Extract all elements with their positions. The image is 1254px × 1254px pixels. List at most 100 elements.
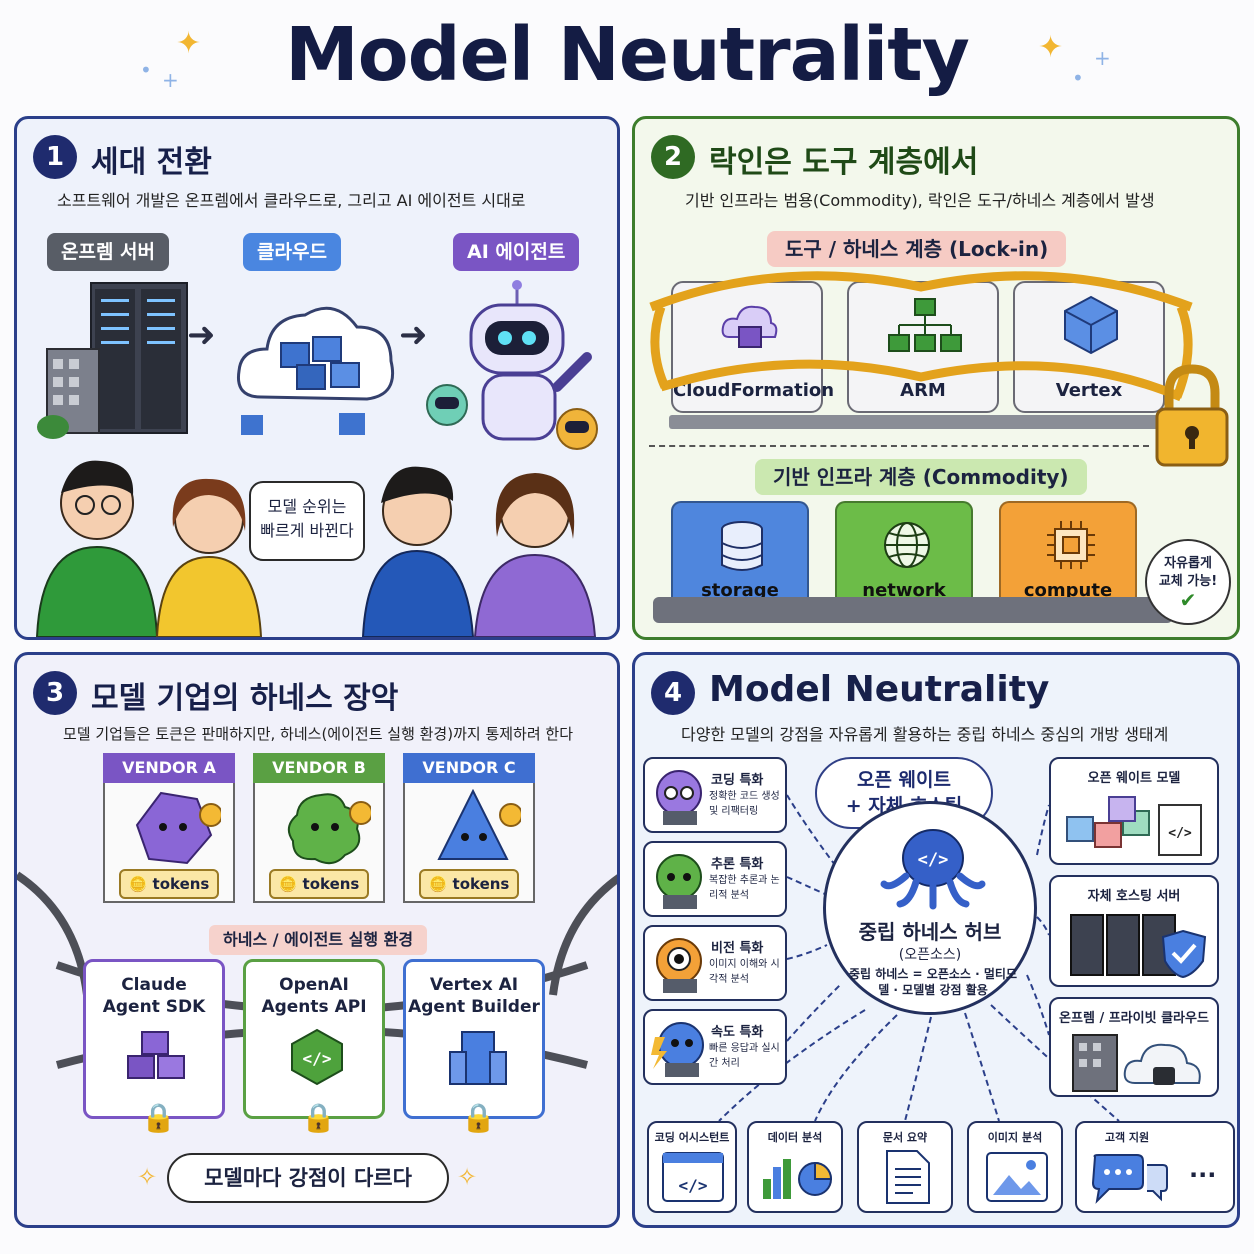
spec-title: 속도 특화 [711,1025,764,1040]
usecase-label: 문서 요약 [882,1131,928,1144]
spec-desc: 이미지 이해와 시각적 분석 [709,959,780,985]
vendor-c-tag: VENDOR C [403,753,535,783]
tool-vertex: Vertex [1013,281,1165,413]
code-window-icon: </> [662,1152,724,1202]
strength-caption: 모델마다 강점이 다르다 [167,1153,449,1203]
infra-compute-brick: compute [999,501,1137,611]
infra-network-brick: network [835,501,973,611]
panel-title: 모델 기업의 하네스 장악 [91,681,399,716]
sdk-product: Agent Builder [408,997,540,1017]
tool-shelf [669,415,1159,429]
lock-icon [1155,364,1229,467]
coding-mascot-icon [656,770,702,825]
ai-robot-icon [426,280,598,450]
sdk-product: Agent SDK [102,997,206,1017]
svg-text:</>: </> [303,1049,332,1068]
purple-cubes-icon [127,1031,185,1079]
cloud-cubes-icon [236,306,394,435]
connector-lines [718,794,1120,1122]
bar-pie-chart-icon [763,1159,833,1199]
tool-label: ARM [900,380,946,401]
tokens-label: 🪙 tokens [119,869,219,899]
sdk-name: Vertex AI [429,975,519,995]
tool-arm: ARM [847,281,999,413]
panel-subtitle: 다양한 모델의 강점을 자유롭게 활용하는 중립 하네스 중심의 개방 생태계 [681,725,1169,744]
org-tree-icon [888,298,962,352]
tokens-text: tokens [152,875,210,893]
infra-label: network [862,580,946,601]
svg-text:</>: </> [918,850,949,870]
vision-mascot-icon [656,938,702,993]
person-surprised-illustration [155,478,263,637]
cpu-chip-icon [1047,521,1095,569]
coin-icon: 🪙 [428,875,448,893]
spec-title: 비전 특화 [711,941,764,956]
onprem-private-cloud-box: 온프렘 / 프라이빗 클라우드 [1049,997,1219,1097]
infra-base-plate [653,597,1173,623]
spec-desc: 빠른 응답과 실시간 처리 [709,1043,780,1069]
spec-coding: 코딩 특화 정확한 코드 생성 및 리팩터링 [643,757,787,833]
tokens-text: tokens [452,875,510,893]
checkmark-icon: ✔ [1179,588,1197,612]
panel-lockin-tool-layer: 2 락인은 도구 계층에서 기반 인프라는 범용(Commodity), 락인은… [632,116,1240,640]
tool-label: CloudFormation [673,380,835,401]
usecase-doc-summary: 문서 요약 [857,1121,953,1213]
speed-mascot-icon [651,1022,704,1077]
lock-icon: 🔒 [301,1101,336,1134]
badge-line: 교체 가능! [1158,574,1218,589]
model-cubes-icon: </> [1066,796,1202,856]
globe-icon [884,522,930,568]
coin-icon: 🪙 [278,875,298,893]
self-hosted-server-box: 자체 호스팅 서버 [1049,875,1219,987]
vendor-a-tag: VENDOR A [103,753,235,783]
badge-line: 자유롭게 [1164,556,1212,571]
svg-text:</>: </> [1168,826,1192,841]
tag-line: 오픈 웨이트 [856,769,951,791]
usecase-customer-support: 고객 지원 ... [1075,1121,1235,1213]
panel-title: 세대 전환 [91,145,212,180]
neutral-harness-hub: </> 중립 하네스 허브 (오픈소스) 중립 하네스 = 오픈소스 · 멀티모… [823,801,1037,1015]
blue-building-icon [449,1031,507,1085]
sparkle-icon: • [140,58,152,82]
panel-model-neutrality: 4 Model Neutrality 다양한 모델의 강점을 자유롭게 활용하는… [632,652,1240,1228]
sparkle-icon: • [1072,66,1084,90]
sparkle-icon: + [1094,46,1111,70]
svg-text:</>: </> [679,1176,708,1195]
stage-cloud-label: 클라우드 [243,233,341,271]
harness-label: 하네스 / 에이전트 실행 환경 [209,925,428,955]
box-title: 온프렘 / 프라이빗 클라우드 [1059,1011,1209,1026]
panel-title: Model Neutrality [709,669,1050,710]
hub-title: 중립 하네스 허브 [858,920,1002,944]
hub-description: 중립 하네스 = 오픈소스 · 멀티모델 · 모델별 강점 활용 [849,967,1017,997]
server-shield-icon [1070,914,1207,979]
octopus-code-icon: </> [880,829,986,910]
speech-line: 빠르게 바뀐다 [260,521,354,540]
person-excited-illustration [473,473,597,637]
spec-title: 추론 특화 [711,857,764,872]
sparkle-icon: ✧ [457,1163,478,1191]
box-title: 오픈 웨이트 모델 [1087,771,1181,786]
panel-number: 3 [33,671,77,715]
sdk-name: OpenAI [279,975,349,995]
panel-generation-shift: 1 세대 전환 소프트웨어 개발은 온프렘에서 클라우드로, 그리고 AI 에이… [14,116,620,640]
vendor-a-mascot-icon [135,791,221,865]
usecase-data-analysis: 데이터 분석 [747,1121,843,1213]
tokens-label: 🪙 tokens [269,869,369,899]
more-ellipsis: ... [1189,1155,1217,1183]
panel-subtitle: 모델 기업들은 토큰은 판매하지만, 하네스(에이전트 실행 환경)까지 통제하… [63,725,574,743]
layer-divider [649,445,1149,447]
spec-vision: 비전 특화 이미지 이해와 시각적 분석 [643,925,787,1001]
panel-subtitle: 기반 인프라는 범용(Commodity), 락인은 도구/하네스 계층에서 발… [685,191,1155,210]
infra-label: storage [701,580,779,601]
usecase-label: 데이터 분석 [767,1131,823,1144]
panel-number: 2 [651,135,695,179]
usecase-label: 코딩 어시스턴트 [654,1131,730,1144]
panel-title: 락인은 도구 계층에서 [709,145,979,180]
code-icon: </> [291,1028,343,1086]
vendor-a-stall [103,783,235,903]
person-smiling-illustration [361,466,475,637]
